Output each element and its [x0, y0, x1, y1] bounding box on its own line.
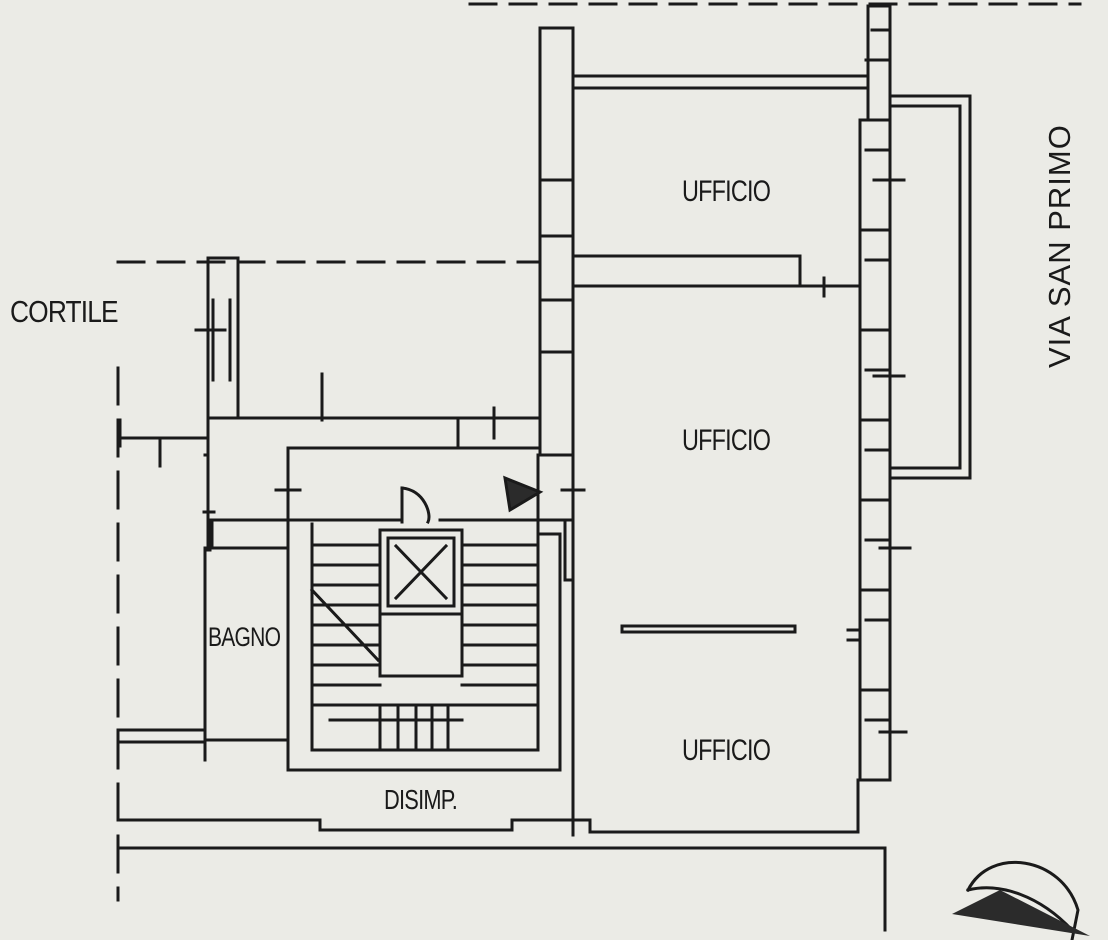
north-arrow-icon: [965, 860, 1080, 940]
label-hallway: DISIMP.: [384, 784, 458, 815]
label-office-bottom: UFFICIO: [682, 734, 771, 767]
wall-office-divider: [571, 254, 862, 288]
wall-facade: [858, 4, 892, 782]
compass-needle: [952, 890, 1090, 936]
wall-street: [116, 846, 887, 932]
label-courtyard: CORTILE: [10, 294, 119, 329]
elevator-x-icon: [378, 528, 464, 616]
door-swing-icon: [400, 486, 431, 525]
bathroom-walls: [116, 518, 290, 772]
wall-hall-upper: [286, 416, 575, 532]
label-street: VIA SAN PRIMO: [1042, 124, 1077, 368]
label-office-middle: UFFICIO: [682, 424, 771, 457]
wall-office-top: [571, 74, 870, 90]
partition-short: [620, 624, 797, 634]
label-office-top: UFFICIO: [682, 175, 771, 208]
wall-central: [538, 26, 575, 457]
label-bathroom: BAGNO: [208, 622, 281, 652]
balcony: [888, 94, 972, 480]
wall-bottom: [116, 778, 860, 834]
stair-core: [286, 532, 562, 772]
stair-outline: [310, 522, 540, 752]
wall-offices-lower: [563, 453, 575, 837]
entrance-marker-icon: [503, 475, 544, 513]
wall-left-block: [206, 256, 460, 552]
